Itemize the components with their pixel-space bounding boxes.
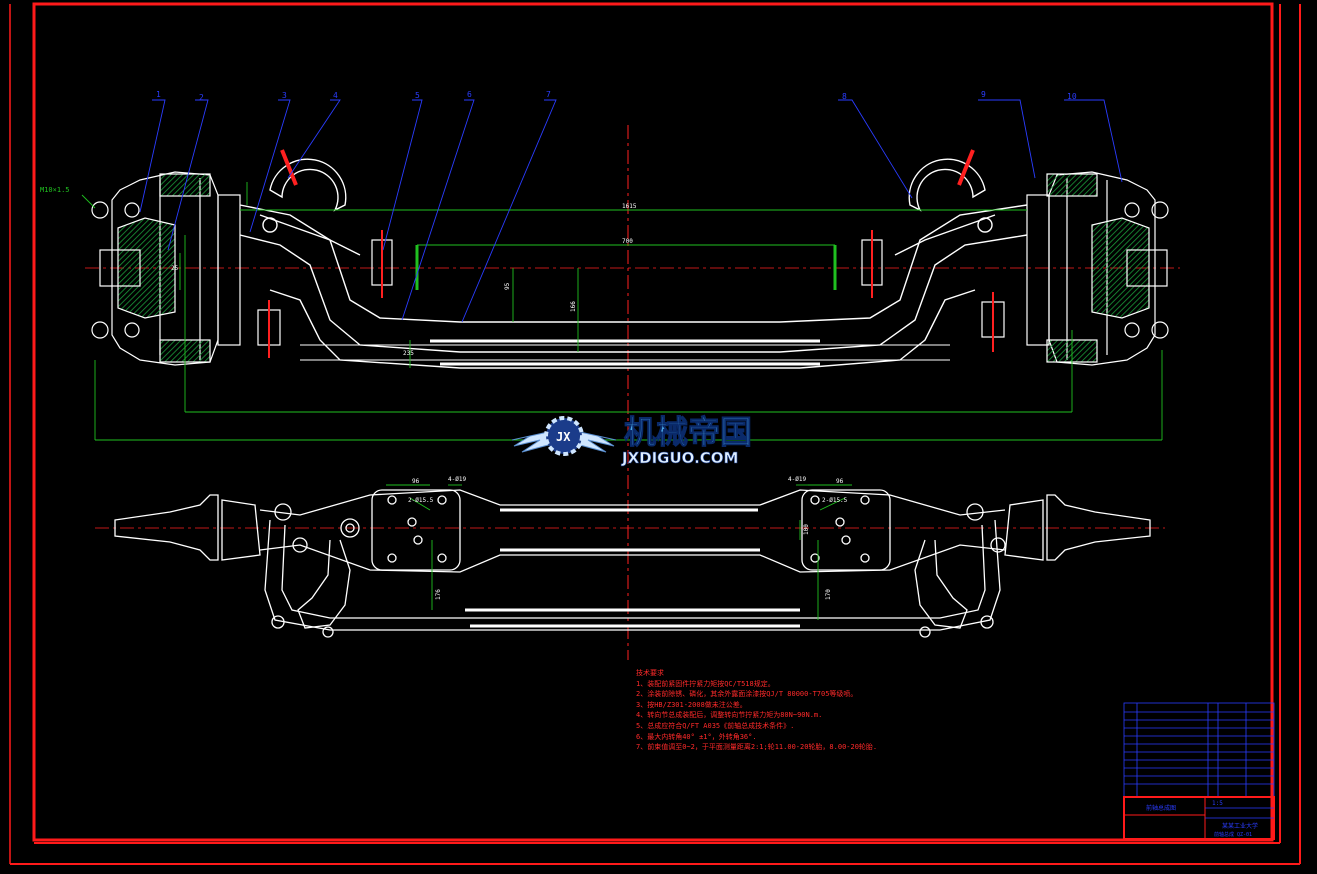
- right-hub: [1026, 171, 1169, 366]
- top-dimensions: [386, 484, 852, 620]
- front-dim-labels: M10×1.5 1615 700 95 166 25 235: [40, 186, 637, 357]
- part-label-7: 7: [546, 90, 551, 99]
- part-label-4: 4: [333, 91, 338, 100]
- dim-bolt-spacing-right: 96: [836, 478, 844, 485]
- watermark: JX 机械帝国 JXDIGUO.COM: [511, 413, 753, 467]
- part-label-9: 9: [981, 90, 986, 99]
- part-label-8: 8: [842, 92, 847, 101]
- dim-inner-span: 700: [622, 238, 633, 245]
- dim-dia-right: 2-Ø15.5: [822, 497, 848, 504]
- notes-heading: 技术要求: [636, 669, 664, 677]
- watermark-title: 机械帝国: [624, 413, 752, 451]
- top-view: 96 4-Ø19 2-Ø15.5 176 96 4-Ø19 2-Ø15.5 17…: [114, 476, 1151, 638]
- front-view: M10×1.5 1615 700 95 166 25 235 1 2 3 4: [40, 90, 1169, 441]
- dim-25: 25: [171, 265, 179, 272]
- dim-holes-left: 4-Ø19: [448, 476, 466, 483]
- dim-thread: M10×1.5: [40, 186, 70, 194]
- watermark-url: JXDIGUO.COM: [621, 449, 738, 467]
- title-school: 某某工业大学: [1222, 822, 1258, 830]
- steering-arm-left: [259, 149, 361, 256]
- drawing-frame: [9, 2, 1301, 865]
- note-line-6: 6、最大内转角40° ±1°，外转角36°.: [636, 732, 757, 741]
- spring-bolts: [257, 230, 1005, 358]
- top-dim-labels: 96 4-Ø19 2-Ø15.5 176 96 4-Ø19 2-Ø15.5 17…: [408, 476, 848, 600]
- part-label-2: 2: [199, 93, 204, 102]
- steering-arm-right: [894, 149, 996, 256]
- part-label-10: 10: [1067, 92, 1077, 101]
- note-line-3: 3、按HB/Z301-2008做未注公差。: [636, 700, 747, 709]
- title-block: [1123, 702, 1275, 840]
- note-line-4: 4、转向节总成装配后，调整转向节拧紧力矩为80N~90N.m.: [636, 711, 823, 720]
- dim-235: 235: [403, 350, 414, 357]
- title-assembly-name: 前轴总成图: [1146, 804, 1176, 812]
- dim-95: 95: [504, 282, 511, 290]
- technical-notes: 技术要求 1、装配前紧固件拧紧力矩按QC/T518规定。 2、涂装前除锈、磷化，…: [636, 668, 877, 753]
- wing-right-icon: [575, 431, 617, 453]
- dim-170: 170: [825, 589, 832, 600]
- title-drawing-no: 前轴总成 QZ-01: [1214, 831, 1252, 838]
- dim-dia-left: 2-Ø15.5: [408, 497, 434, 504]
- gear-icon: [544, 416, 584, 456]
- part-label-3: 3: [282, 91, 287, 100]
- note-line-5: 5、总成应符合Q/FT A035《前轴总成技术条件》.: [636, 721, 795, 730]
- part-label-5: 5: [415, 91, 420, 100]
- axle-beam: [239, 204, 1028, 369]
- dim-100: 100: [803, 524, 810, 535]
- leader-lines: [139, 99, 1123, 323]
- dim-176: 176: [435, 589, 442, 600]
- title-scale: 1:5: [1212, 800, 1223, 807]
- front-dimensions: [81, 182, 1163, 441]
- title-block-text: 前轴总成图 1:5 某某工业大学 前轴总成 QZ-01: [1146, 800, 1258, 838]
- part-numbers: 1 2 3 4 5 6 7 8 9 10: [156, 90, 1077, 102]
- part-label-1: 1: [156, 90, 161, 99]
- dim-holes-right: 4-Ø19: [788, 476, 806, 483]
- note-line-1: 1、装配前紧固件拧紧力矩按QC/T518规定。: [636, 679, 775, 688]
- note-line-7: 7、前束值调至0~2，于平面测量距离2:1;轮11.00-20轮胎，8.00-2…: [636, 743, 878, 752]
- note-line-2: 2、涂装前除锈、磷化，其余外露面涂漆按QJ/T 80000-T705等级喷。: [636, 690, 858, 699]
- dim-166: 166: [570, 301, 577, 312]
- part-label-6: 6: [467, 90, 472, 99]
- left-hub: [91, 171, 241, 366]
- watermark-logo-mark: JX: [556, 430, 571, 444]
- dim-bolt-spacing-left: 96: [412, 478, 420, 485]
- dim-top-span: 1615: [622, 203, 637, 210]
- wing-left-icon: [511, 431, 553, 453]
